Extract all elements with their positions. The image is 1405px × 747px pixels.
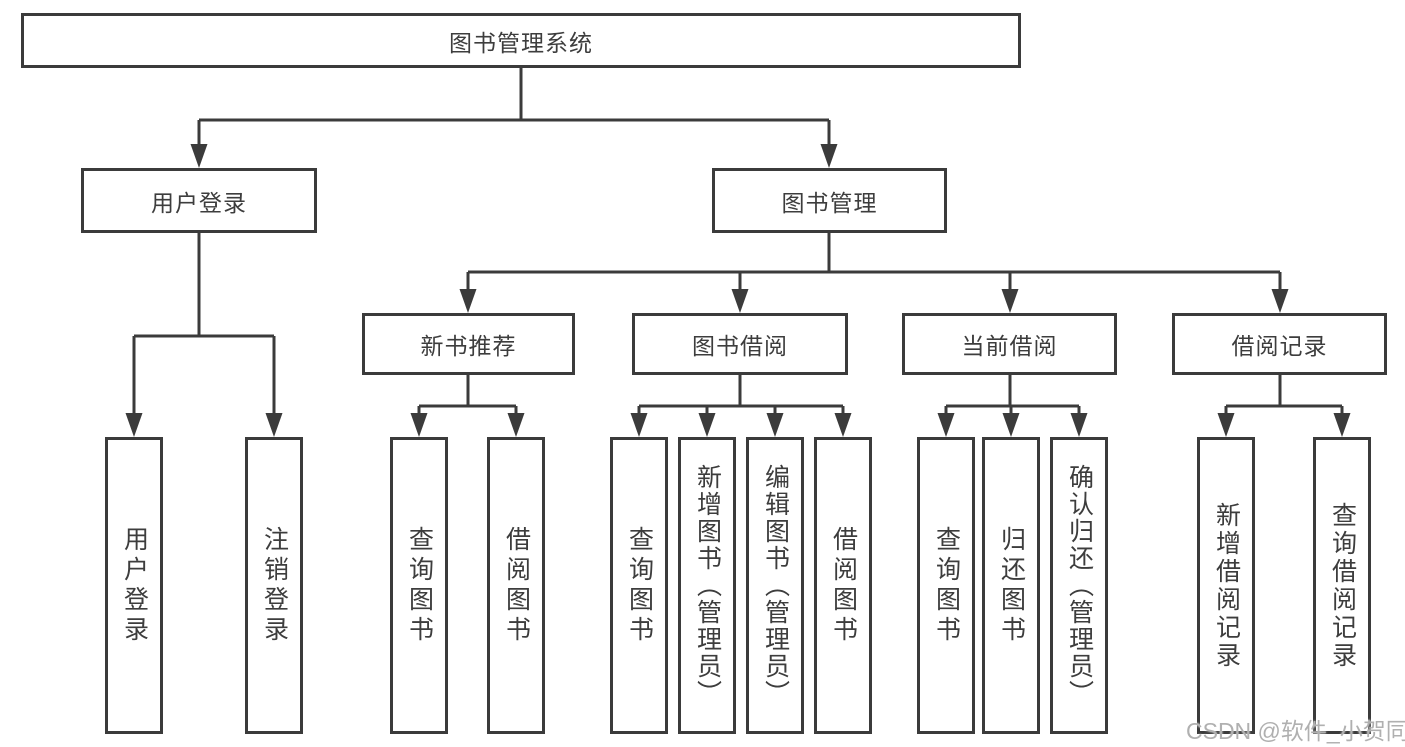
leaf-recommend-query-book: 查询图书 bbox=[390, 437, 448, 734]
arrowhead-down-icon bbox=[125, 413, 143, 437]
arrowheads bbox=[125, 144, 1351, 437]
leaf-current-confirm-return: 确认归还（管理员） bbox=[1050, 437, 1108, 734]
leaf-record-add-record: 新增借阅记录 bbox=[1197, 437, 1255, 734]
arrowhead-down-icon bbox=[459, 289, 477, 313]
leaf-borrow-query-book-label: 查询图书 bbox=[625, 525, 654, 646]
leaf-borrow-borrow-book: 借阅图书 bbox=[814, 437, 872, 734]
arrowhead-down-icon bbox=[1271, 289, 1289, 313]
arrowhead-down-icon bbox=[1070, 413, 1088, 437]
node-new-book-recommend: 新书推荐 bbox=[362, 313, 575, 375]
leaf-borrow-borrow-book-label: 借阅图书 bbox=[829, 525, 858, 646]
node-root-label: 图书管理系统 bbox=[449, 29, 593, 56]
leaf-current-query-book: 查询图书 bbox=[917, 437, 975, 734]
node-user-login: 用户登录 bbox=[81, 168, 317, 233]
leaf-borrow-add-book-label: 新增图书（管理员） bbox=[693, 464, 722, 707]
node-new-book-recommend-label: 新书推荐 bbox=[420, 333, 517, 359]
node-book-borrow-label: 图书借阅 bbox=[692, 333, 788, 359]
leaf-recommend-borrow-book-label: 借阅图书 bbox=[502, 525, 531, 646]
leaf-current-return-book: 归还图书 bbox=[982, 437, 1040, 734]
leaf-recommend-borrow-book: 借阅图书 bbox=[487, 437, 545, 734]
arrowhead-down-icon bbox=[1217, 413, 1235, 437]
arrowhead-down-icon bbox=[507, 413, 525, 437]
leaf-logout-login-label: 注销登录 bbox=[260, 525, 289, 646]
leaf-borrow-edit-book-label: 编辑图书（管理员） bbox=[761, 464, 790, 707]
leaf-record-add-record-label: 新增借阅记录 bbox=[1212, 501, 1241, 670]
node-book-management: 图书管理 bbox=[712, 168, 947, 233]
leaf-current-return-book-label: 归还图书 bbox=[997, 525, 1026, 646]
arrowhead-down-icon bbox=[937, 413, 955, 437]
arrowhead-down-icon bbox=[698, 413, 716, 437]
leaf-logout-login: 注销登录 bbox=[245, 437, 303, 734]
watermark: CSDN @软件_小贺同学 bbox=[1186, 718, 1405, 744]
node-borrow-record-label: 借阅记录 bbox=[1231, 333, 1328, 359]
leaf-user-login-label: 用户登录 bbox=[120, 525, 149, 646]
node-book-borrow: 图书借阅 bbox=[632, 313, 848, 375]
leaf-record-query-record: 查询借阅记录 bbox=[1313, 437, 1371, 734]
leaf-borrow-add-book: 新增图书（管理员） bbox=[678, 437, 736, 734]
node-current-borrow: 当前借阅 bbox=[902, 313, 1117, 375]
arrowhead-down-icon bbox=[410, 413, 428, 437]
arrowhead-down-icon bbox=[1001, 289, 1019, 313]
arrowhead-down-icon bbox=[265, 413, 283, 437]
arrowhead-down-icon bbox=[190, 144, 208, 168]
leaf-current-query-book-label: 查询图书 bbox=[932, 525, 961, 646]
leaf-current-confirm-return-label: 确认归还（管理员） bbox=[1065, 464, 1094, 707]
arrowhead-down-icon bbox=[834, 413, 852, 437]
node-book-management-label: 图书管理 bbox=[781, 189, 878, 216]
node-root: 图书管理系统 bbox=[21, 13, 1021, 68]
arrowhead-down-icon bbox=[1333, 413, 1351, 437]
leaf-borrow-edit-book: 编辑图书（管理员） bbox=[746, 437, 804, 734]
arrowhead-down-icon bbox=[766, 413, 784, 437]
leaf-borrow-query-book: 查询图书 bbox=[610, 437, 668, 734]
arrowhead-down-icon bbox=[820, 144, 838, 168]
arrowhead-down-icon bbox=[630, 413, 648, 437]
leaf-user-login: 用户登录 bbox=[105, 437, 163, 734]
leaf-record-query-record-label: 查询借阅记录 bbox=[1328, 501, 1357, 670]
node-user-login-label: 用户登录 bbox=[151, 189, 247, 216]
node-borrow-record: 借阅记录 bbox=[1172, 313, 1387, 375]
arrowhead-down-icon bbox=[1002, 413, 1020, 437]
arrowhead-down-icon bbox=[731, 289, 749, 313]
leaf-recommend-query-book-label: 查询图书 bbox=[405, 525, 434, 646]
node-current-borrow-label: 当前借阅 bbox=[961, 333, 1058, 359]
